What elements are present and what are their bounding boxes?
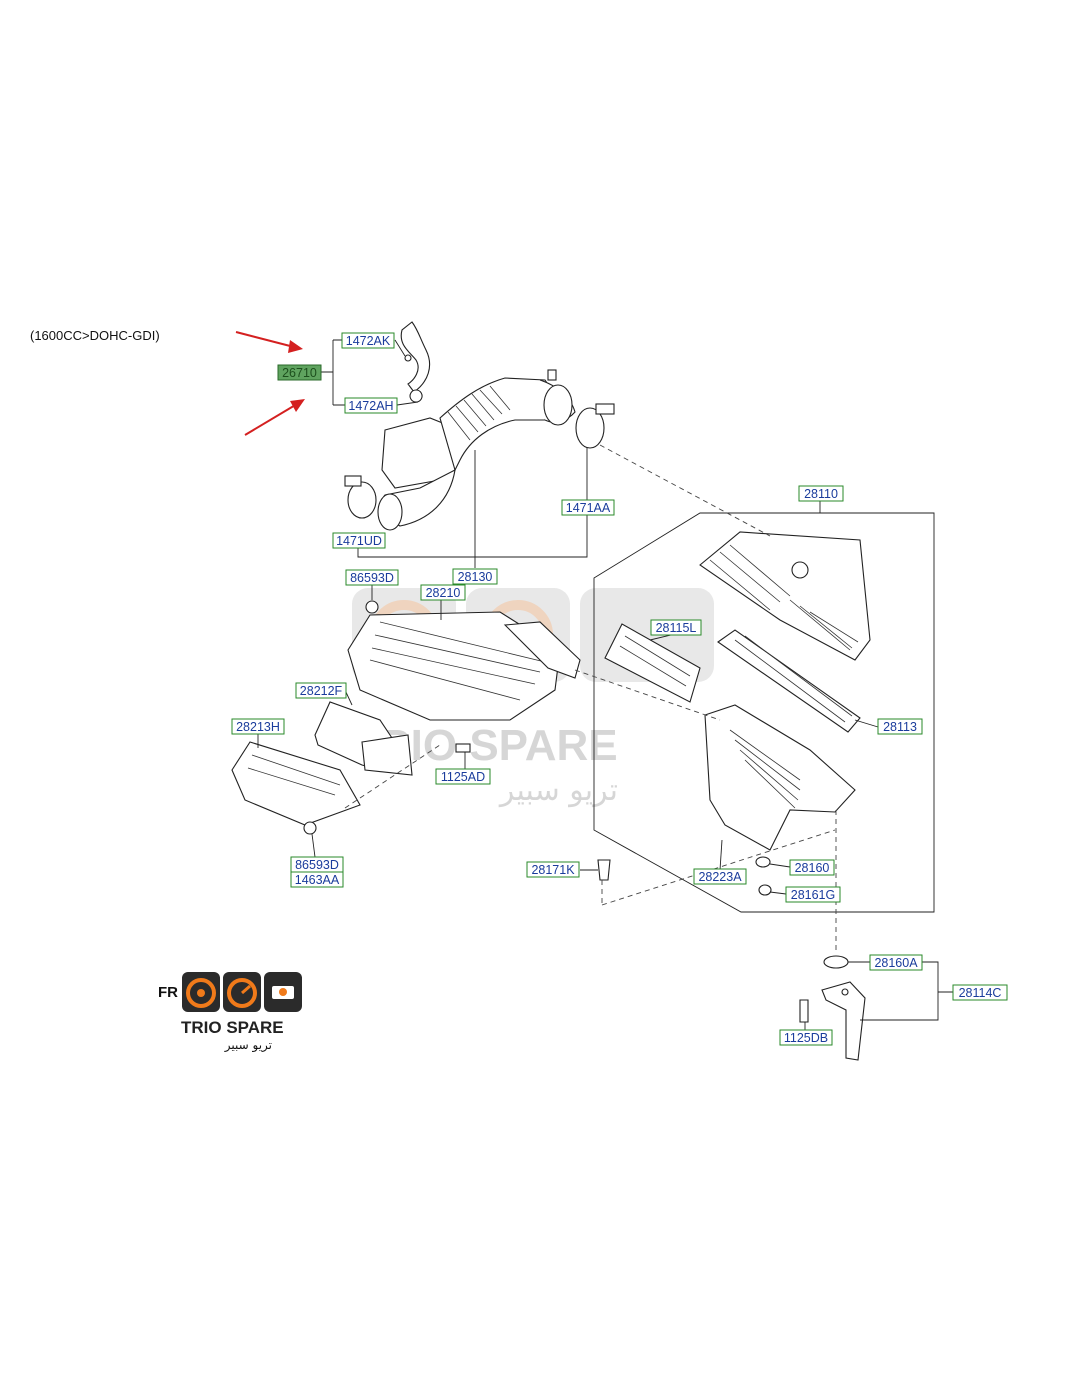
- leader-lines: [257, 339, 953, 1030]
- logo-prefix: FR: [158, 984, 178, 1001]
- logo-title: TRIO SPARE: [181, 1018, 284, 1037]
- label-28160-text: 28160: [795, 861, 830, 875]
- label-28160A-text: 28160A: [874, 956, 918, 970]
- label-1125DB-text: 1125DB: [784, 1031, 828, 1045]
- hose-clamps: [344, 403, 615, 519]
- label-1472AH[interactable]: 1472AH: [344, 397, 398, 414]
- bracket: [799, 955, 866, 1061]
- breather-hose: [400, 321, 431, 403]
- label-28210-text: 28210: [426, 586, 461, 600]
- label-86593D-top[interactable]: 86593D: [345, 569, 399, 586]
- label-1463AA-text: 1463AA: [295, 873, 340, 887]
- label-26710-text: 26710: [282, 366, 317, 380]
- label-1472AH-text: 1472AH: [348, 399, 393, 413]
- label-28161G-text: 28161G: [791, 888, 835, 902]
- alignment-lines: [344, 444, 837, 950]
- center-air-cleaner: [231, 600, 611, 881]
- label-28114C[interactable]: 28114C: [952, 984, 1008, 1001]
- label-1463AA[interactable]: 1463AA: [290, 871, 344, 888]
- label-28160[interactable]: 28160: [789, 859, 835, 876]
- label-28223A-text: 28223A: [698, 870, 742, 884]
- part-labels: 26710 1472AK 1472AH 1471AA 1471UD 28110 …: [231, 332, 1008, 1046]
- label-86593D-top-text: 86593D: [350, 571, 394, 585]
- label-26710[interactable]: 26710: [277, 364, 322, 381]
- label-28130[interactable]: 28130: [452, 568, 498, 585]
- label-1471AA-text: 1471AA: [566, 501, 611, 515]
- label-28212F[interactable]: 28212F: [295, 682, 347, 699]
- label-1471AA[interactable]: 1471AA: [561, 499, 615, 516]
- engine-note: (1600CC>DOHC-GDI): [30, 328, 160, 343]
- label-28212F-text: 28212F: [300, 684, 343, 698]
- label-28171K[interactable]: 28171K: [526, 861, 580, 878]
- watermark-arabic: تريو سبير: [498, 773, 618, 808]
- label-28160A[interactable]: 28160A: [869, 954, 923, 971]
- trio-spare-logo: FR TRIO SPARE تريو سبير: [158, 972, 302, 1053]
- air-cleaner-box: [593, 512, 935, 913]
- label-28114C-text: 28114C: [959, 986, 1002, 1000]
- label-1472AK[interactable]: 1472AK: [341, 332, 395, 349]
- label-28213H[interactable]: 28213H: [231, 718, 285, 735]
- label-1125AD[interactable]: 1125AD: [435, 768, 491, 785]
- label-28115L-text: 28115L: [656, 621, 697, 635]
- label-28113-text: 28113: [883, 720, 917, 734]
- intake-duct: [377, 369, 576, 531]
- label-28171K-text: 28171K: [531, 863, 575, 877]
- label-28213H-text: 28213H: [236, 720, 280, 734]
- label-28110[interactable]: 28110: [798, 485, 844, 502]
- label-1472AK-text: 1472AK: [346, 334, 391, 348]
- label-86593D-bottom-text: 86593D: [295, 858, 339, 872]
- label-28210[interactable]: 28210: [420, 584, 466, 601]
- pointer-arrows: [235, 331, 305, 436]
- label-28113[interactable]: 28113: [877, 718, 923, 735]
- label-28161G[interactable]: 28161G: [785, 886, 841, 903]
- label-28130-text: 28130: [458, 570, 493, 584]
- label-1125AD-text: 1125AD: [441, 770, 485, 784]
- label-1471UD[interactable]: 1471UD: [332, 532, 386, 549]
- label-28223A[interactable]: 28223A: [693, 868, 747, 885]
- label-1125DB[interactable]: 1125DB: [779, 1029, 833, 1046]
- label-1471UD-text: 1471UD: [336, 534, 382, 548]
- logo-arabic: تريو سبير: [224, 1038, 272, 1053]
- label-86593D-bottom[interactable]: 86593D: [290, 856, 344, 873]
- label-28115L[interactable]: 28115L: [650, 619, 702, 636]
- label-28110-text: 28110: [804, 487, 838, 501]
